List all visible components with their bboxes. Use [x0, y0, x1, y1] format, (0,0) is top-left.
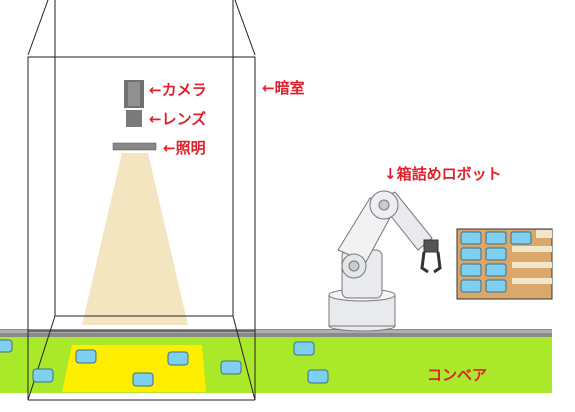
boxed-item [460, 279, 482, 293]
item [307, 369, 329, 384]
conveyor-items [0, 339, 329, 387]
conveyor-label: コンベア [427, 366, 488, 384]
item [167, 351, 189, 366]
boxed-item [460, 247, 482, 261]
boxed-item [485, 231, 507, 245]
boxed-item [460, 231, 482, 245]
lens-label: ←レンズ [149, 110, 207, 128]
item [75, 349, 97, 364]
darkroom-label: ←暗室 [262, 79, 305, 97]
item [0, 339, 13, 353]
camera [124, 80, 144, 108]
light [112, 142, 157, 151]
boxed-item [485, 247, 507, 261]
camera-label: ←カメラ [149, 81, 207, 99]
light-label: ←照明 [163, 139, 206, 157]
item [220, 360, 242, 375]
light-beam [82, 153, 188, 325]
boxed-item [485, 263, 507, 277]
boxed-item [485, 279, 507, 293]
lens [126, 110, 142, 127]
boxed-item [510, 231, 532, 245]
dark-room [27, 0, 256, 401]
item [32, 368, 54, 383]
packing-box [456, 228, 553, 300]
item [132, 372, 154, 387]
item [293, 341, 315, 356]
robot-arm [328, 190, 442, 332]
boxed-item [460, 263, 482, 277]
robot-label: ↓箱詰めロボット [384, 165, 502, 183]
